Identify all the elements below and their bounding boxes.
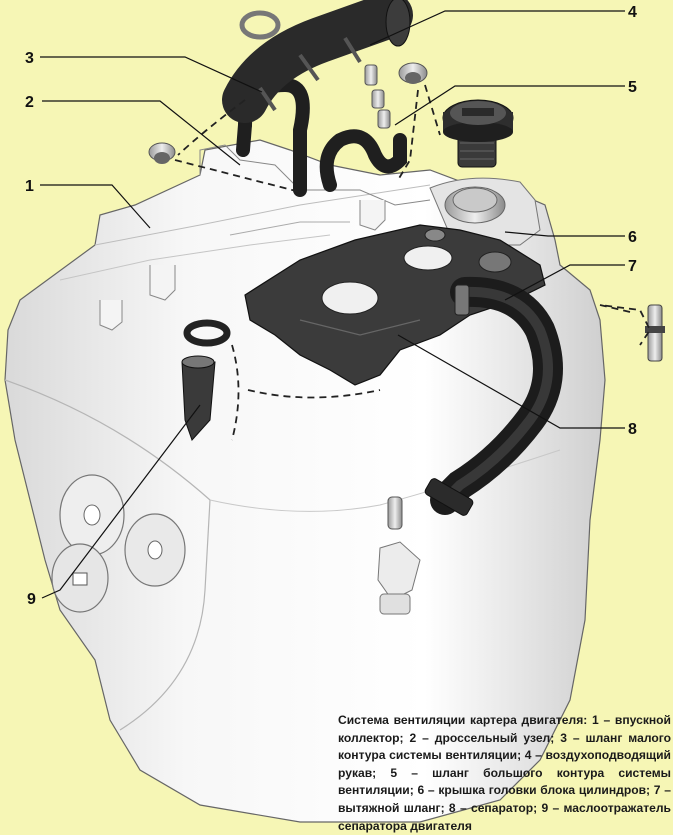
leader-lines [40,10,625,599]
callout-1: 1 [25,178,34,195]
cylinder-head-cover [429,177,541,246]
engine-pulleys [51,474,186,613]
callout-4: 4 [628,4,637,21]
callout-numbers: 1 2 3 4 5 6 7 8 9 [25,4,637,608]
diagram-caption: Система вентиляции картера двигателя: 1 … [338,713,671,833]
callout-7: 7 [628,258,637,275]
air-intake-sleeve [222,0,413,123]
oil-filler-cap [442,99,514,168]
exhaust-hose [424,276,563,516]
callout-8: 8 [628,421,637,438]
dashed-guides [174,84,652,441]
callout-6: 6 [628,229,637,246]
callout-5: 5 [628,79,637,96]
callout-3: 3 [25,50,34,67]
callout-9: 9 [27,591,36,608]
callout-2: 2 [25,94,34,111]
fittings [148,62,665,615]
large-loop-hose [319,64,407,192]
separator [244,224,546,386]
